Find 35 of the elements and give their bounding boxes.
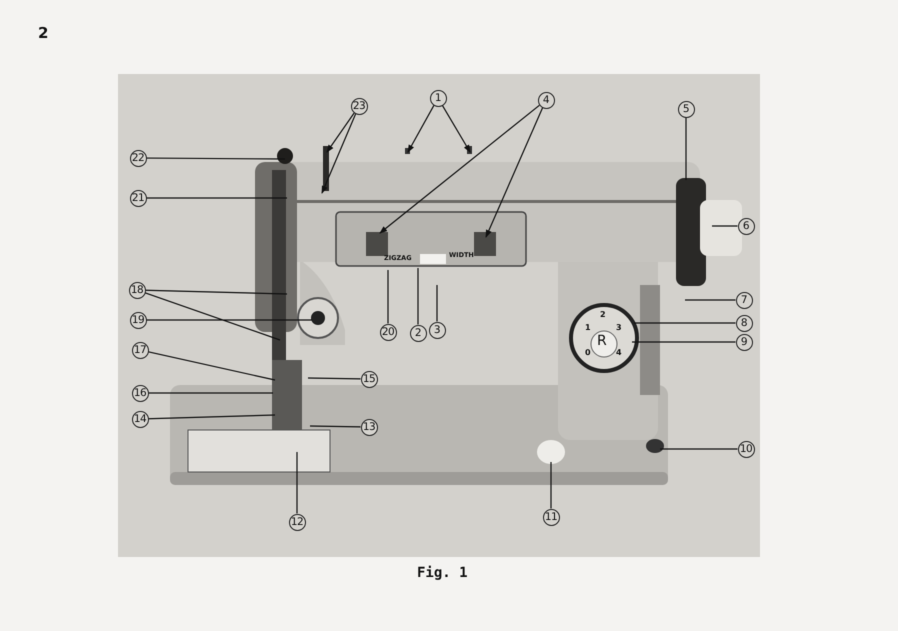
leader-line (310, 425, 361, 428)
leader-line (485, 108, 544, 238)
leader-line (387, 270, 389, 324)
leader-line (326, 112, 355, 153)
dial-letter: R (597, 333, 607, 349)
leader-line (660, 448, 738, 450)
leader-line (634, 322, 736, 324)
dial-number: 4 (616, 348, 622, 357)
dial-number: 1 (585, 323, 591, 332)
leader-line (146, 197, 287, 199)
leader-line (148, 414, 276, 420)
dial-number: 3 (616, 323, 622, 332)
leader-line (148, 351, 276, 381)
dial-number: 2 (600, 310, 606, 319)
leader-line (550, 462, 552, 508)
leader-line (321, 114, 356, 194)
leader-line (685, 299, 736, 301)
leader-line (436, 285, 438, 322)
figure-caption: Fig. 1 (417, 565, 468, 581)
leader-line (685, 118, 687, 180)
leader-line (407, 105, 434, 153)
leader-line (308, 377, 361, 380)
leader-line (144, 292, 280, 341)
page-number: 2 (38, 24, 48, 42)
leader-line (145, 290, 288, 295)
leader-line (442, 105, 471, 153)
leader-line (417, 268, 419, 324)
leader-line (632, 341, 736, 343)
leader-line (712, 225, 738, 227)
leader-line (379, 104, 540, 234)
leader-line (146, 157, 285, 160)
leader-line (146, 319, 312, 321)
leader-line (296, 452, 298, 514)
leader-line (148, 392, 273, 394)
dial-number: 0 (585, 348, 591, 357)
